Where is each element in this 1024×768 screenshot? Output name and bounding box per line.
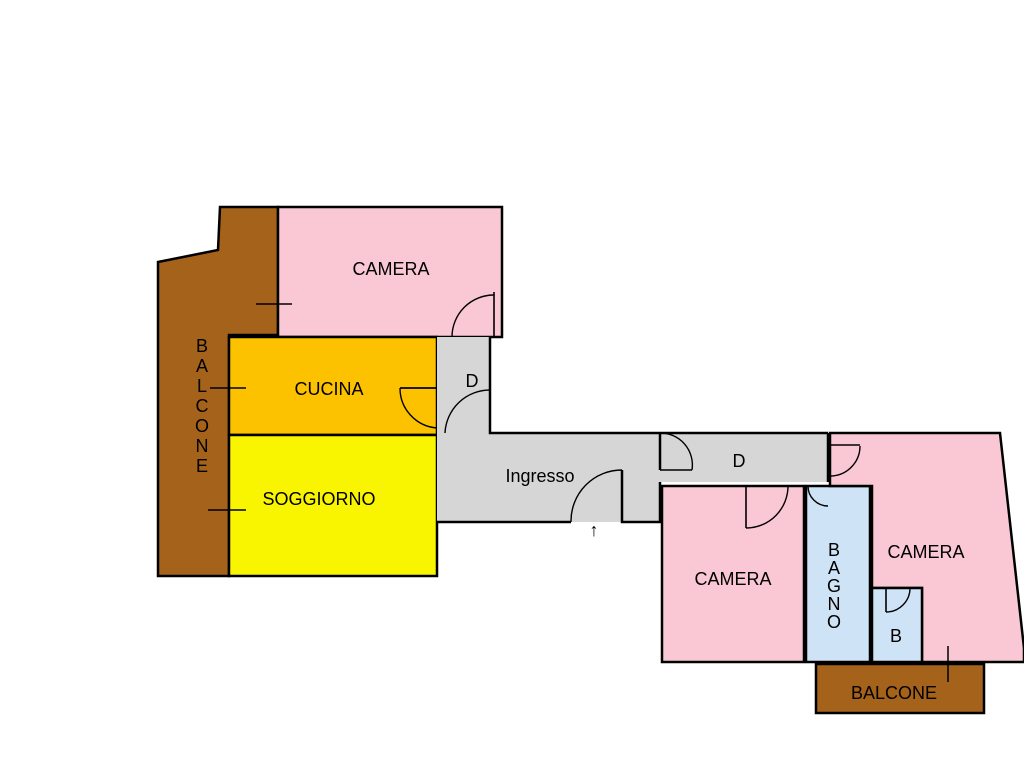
label-cucina: CUCINA bbox=[294, 379, 363, 399]
ingresso-area bbox=[437, 337, 828, 522]
corridor-wall-top bbox=[488, 337, 828, 435]
label-bagno-small: B bbox=[890, 626, 902, 646]
balcony-bottom-area bbox=[814, 662, 986, 715]
label-camera-top: CAMERA bbox=[352, 259, 429, 279]
label-disimpegno-right: D bbox=[733, 451, 746, 471]
bagno-small-area bbox=[870, 586, 924, 664]
label-camera-mid: CAMERA bbox=[694, 569, 771, 589]
label-disimpegno-left: D bbox=[466, 371, 479, 391]
soggiorno-area bbox=[227, 433, 439, 578]
bagno-area bbox=[804, 484, 872, 664]
entrance-arrow: ↑ bbox=[590, 520, 599, 540]
label-camera-right: CAMERA bbox=[887, 542, 964, 562]
label-balcone-bottom: BALCONE bbox=[851, 683, 937, 703]
camera-top-area bbox=[276, 205, 504, 339]
label-soggiorno: SOGGIORNO bbox=[262, 489, 375, 509]
doors bbox=[399, 292, 911, 613]
camera-mid-area bbox=[660, 484, 806, 664]
label-ingresso: Ingresso bbox=[505, 466, 574, 486]
